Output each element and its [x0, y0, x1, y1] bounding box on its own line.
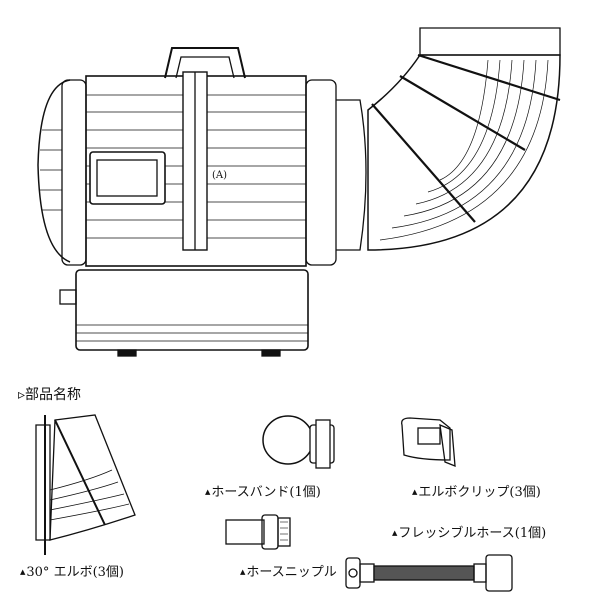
hose-band-drawing: [262, 415, 335, 469]
triangle-marker-icon: ▲: [205, 488, 211, 496]
triangle-marker-icon: ▲: [392, 529, 398, 537]
elbow-30-drawing: [35, 414, 136, 555]
machine-label: (A): [212, 170, 228, 181]
flexible-hose-drawing: [345, 554, 513, 592]
part-label-hose-band: ▲ホースバンド(1個): [205, 486, 321, 499]
triangle-marker-icon: ▲: [20, 568, 26, 576]
part-name: ホースバンド(1個): [211, 485, 321, 500]
section-title-text: 部品名称: [25, 387, 82, 403]
machine-body-drawing: [37, 47, 367, 357]
elbow-duct-drawing: [367, 27, 561, 251]
part-name: ホースニップル: [246, 565, 337, 580]
part-name: エルボクリップ(3個): [418, 485, 541, 500]
part-name: 30° エルボ(3個): [26, 565, 124, 580]
title-marker-icon: ▹: [18, 387, 26, 403]
elbow-clip-drawing: [401, 417, 456, 467]
triangle-marker-icon: ▲: [240, 568, 246, 576]
part-label-hose-nipple: ▲ホースニップル: [240, 566, 337, 579]
part-label-elbow-30: ▲30° エルボ(3個): [20, 566, 124, 579]
hose-nipple-drawing: [225, 514, 291, 550]
part-label-elbow-clip: ▲エルボクリップ(3個): [412, 486, 541, 499]
section-title: ▹部品名称: [18, 388, 81, 402]
part-label-flexible-hose: ▲フレッシブルホース(1個): [392, 527, 546, 540]
part-name: フレッシブルホース(1個): [398, 526, 547, 541]
triangle-marker-icon: ▲: [412, 488, 418, 496]
